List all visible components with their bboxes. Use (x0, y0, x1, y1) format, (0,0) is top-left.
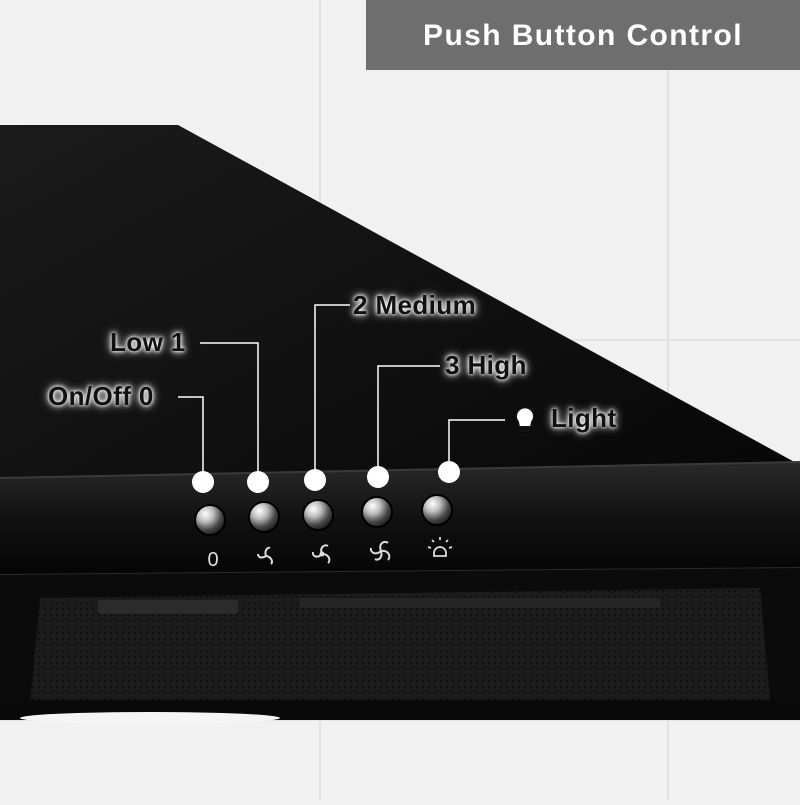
power-zero-icon: 0 (207, 549, 218, 571)
label-medium: 2 Medium (353, 290, 477, 320)
fan-low-button[interactable] (248, 501, 280, 533)
control-strip (0, 462, 800, 575)
label-low: Low 1 (110, 327, 186, 357)
callout-lines (178, 304, 505, 472)
power-button[interactable] (194, 504, 226, 536)
title-banner: Push Button Control (366, 0, 800, 70)
hood-canopy (0, 125, 800, 560)
filter-vent (300, 598, 660, 608)
fan-high-button[interactable] (361, 496, 393, 528)
fan-medium-button[interactable] (302, 499, 334, 531)
fan-medium-icon (311, 544, 331, 564)
fan-low-icon (257, 546, 273, 565)
fan-high-icon (369, 540, 391, 561)
lamp-icon (427, 537, 453, 557)
label-light: Light (551, 403, 617, 433)
label-high: 3 High (445, 350, 527, 380)
filter-handle (98, 600, 238, 614)
light-button[interactable] (421, 494, 453, 526)
banner-title: Push Button Control (423, 19, 743, 52)
grease-filter (30, 588, 770, 705)
led-light-glow (20, 712, 280, 724)
label-on-off: On/Off 0 (48, 381, 154, 411)
lightbulb-icon (509, 401, 541, 436)
callout-dots (192, 461, 460, 493)
